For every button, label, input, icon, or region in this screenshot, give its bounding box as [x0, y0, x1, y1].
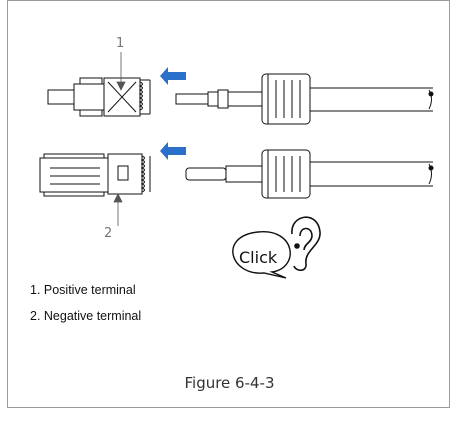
callout-1-line	[116, 52, 126, 91]
callout-2-line	[113, 193, 123, 226]
negative-connector	[39, 153, 151, 197]
arrow-left-icon	[160, 142, 186, 160]
figure-frame	[7, 0, 450, 408]
speech-bubble-icon	[232, 231, 291, 279]
positive-cable	[175, 73, 434, 125]
arrow-left-icon	[160, 67, 186, 85]
callout-2: 2	[104, 226, 113, 241]
ear-icon	[291, 216, 321, 272]
legend-item-positive: 1. Positive terminal	[30, 283, 136, 297]
click-label: Click	[239, 248, 278, 267]
positive-connector	[47, 77, 151, 117]
negative-cable	[185, 149, 434, 199]
legend-item-negative: 2. Negative terminal	[30, 309, 142, 323]
callout-1: 1	[116, 36, 125, 51]
figure-caption: Figure 6-4-3	[184, 374, 275, 392]
